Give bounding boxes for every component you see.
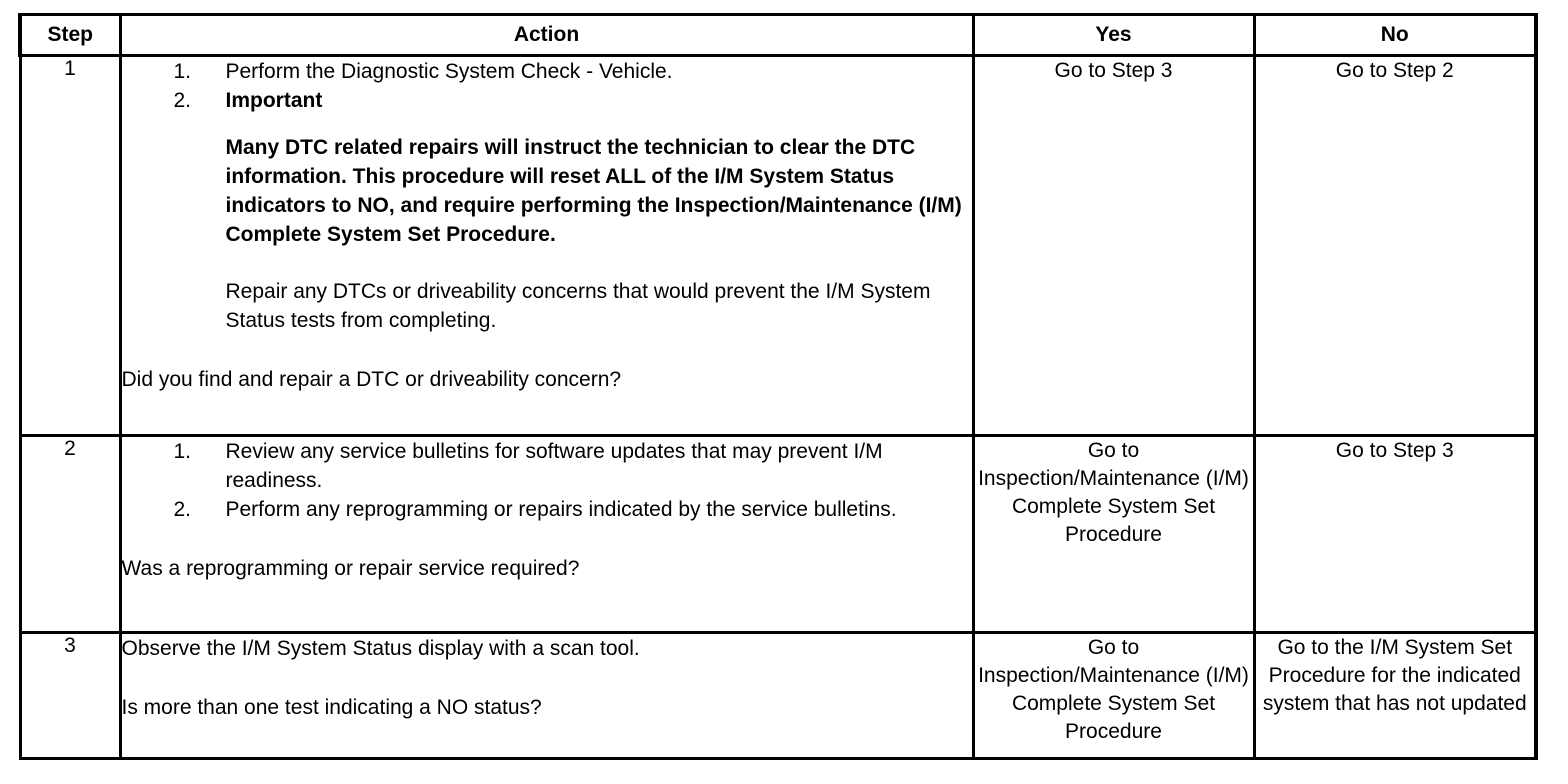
column-header-yes: Yes (971, 13, 1256, 57)
yes-answer-text: Go to Step 3 (1054, 59, 1173, 82)
no-answer-wrapper: Go to Step 3 (1256, 437, 1535, 469)
yes-answer-text: Go to Inspection/Maintenance (I/M) Compl… (978, 439, 1249, 546)
list-marker: 2. (173, 498, 192, 521)
list-item: 2. Perform any reprogramming or repairs … (122, 495, 972, 524)
no-answer-text: Go to Step 3 (1335, 439, 1454, 462)
header-row: Step Action Yes No (18, 13, 1538, 57)
column-header-no: No (1252, 13, 1538, 57)
table-row: 1 1. Perform the Diagnostic System Check… (18, 54, 1538, 437)
step-number-cell: 1 (18, 54, 122, 437)
yes-answer-wrapper: Go to Step 3 (975, 57, 1253, 89)
action-cell: 1. Perform the Diagnostic System Check -… (118, 54, 975, 437)
list-item-text: Perform any reprogramming or repairs ind… (225, 498, 897, 521)
step-number-cell: 2 (18, 434, 122, 634)
table-row: 3 Observe the I/M System Status display … (18, 631, 1538, 760)
list-item-text: Perform the Diagnostic System Check - Ve… (225, 60, 673, 83)
yes-answer-wrapper: Go to Inspection/Maintenance (I/M) Compl… (975, 634, 1253, 746)
column-header-step: Step (18, 13, 122, 57)
spacer (122, 663, 972, 693)
action-step-list: 1. Perform the Diagnostic System Check -… (122, 57, 972, 115)
yes-answer-text: Go to Inspection/Maintenance (I/M) Compl… (978, 636, 1249, 743)
list-item-text: Review any service bulletins for softwar… (225, 440, 883, 492)
list-item: 1. Review any service bulletins for soft… (122, 437, 972, 495)
yes-answer-cell: Go to Step 3 (971, 54, 1256, 437)
no-answer-text: Go to Step 2 (1335, 59, 1454, 82)
no-answer-text: Go to the I/M System Set Procedure for t… (1262, 636, 1527, 715)
action-body-text: Repair any DTCs or driveability concerns… (225, 280, 931, 332)
yes-answer-wrapper: Go to Inspection/Maintenance (I/M) Compl… (975, 437, 1253, 549)
table-body: 1 1. Perform the Diagnostic System Check… (18, 54, 1538, 760)
list-marker: 2. (173, 89, 192, 112)
list-marker: 1. (173, 60, 192, 83)
no-answer-wrapper: Go to the I/M System Set Procedure for t… (1256, 634, 1535, 718)
no-answer-wrapper: Go to Step 2 (1256, 57, 1535, 89)
table-header: Step Action Yes No (18, 13, 1538, 57)
list-item: 2. Important (122, 86, 972, 115)
list-marker: 1. (173, 440, 192, 463)
column-header-action: Action (118, 13, 975, 57)
action-cell: 1. Review any service bulletins for soft… (118, 434, 975, 634)
action-question: Is more than one test indicating a NO st… (121, 696, 542, 719)
yes-answer-cell: Go to Inspection/Maintenance (I/M) Compl… (971, 434, 1256, 634)
no-answer-cell: Go to Step 3 (1252, 434, 1538, 634)
action-cell: Observe the I/M System Status display wi… (118, 631, 975, 760)
list-item-text: Important (225, 89, 323, 112)
important-note-text: Many DTC related repairs will instruct t… (225, 136, 962, 246)
list-item: 1. Perform the Diagnostic System Check -… (122, 57, 972, 86)
step-number-cell: 3 (18, 631, 122, 760)
action-lead-text: Observe the I/M System Status display wi… (121, 637, 640, 660)
no-answer-cell: Go to Step 2 (1252, 54, 1538, 437)
action-question: Did you find and repair a DTC or driveab… (121, 368, 622, 391)
yes-answer-cell: Go to Inspection/Maintenance (I/M) Compl… (971, 631, 1256, 760)
action-step-list: 1. Review any service bulletins for soft… (122, 437, 972, 524)
action-question: Was a reprogramming or repair service re… (121, 557, 580, 580)
diagnostic-procedure-table: Step Action Yes No 1 1. Perform the Diag… (18, 13, 1538, 760)
table-row: 2 1. Review any service bulletins for so… (18, 434, 1538, 634)
no-answer-cell: Go to the I/M System Set Procedure for t… (1252, 631, 1538, 760)
